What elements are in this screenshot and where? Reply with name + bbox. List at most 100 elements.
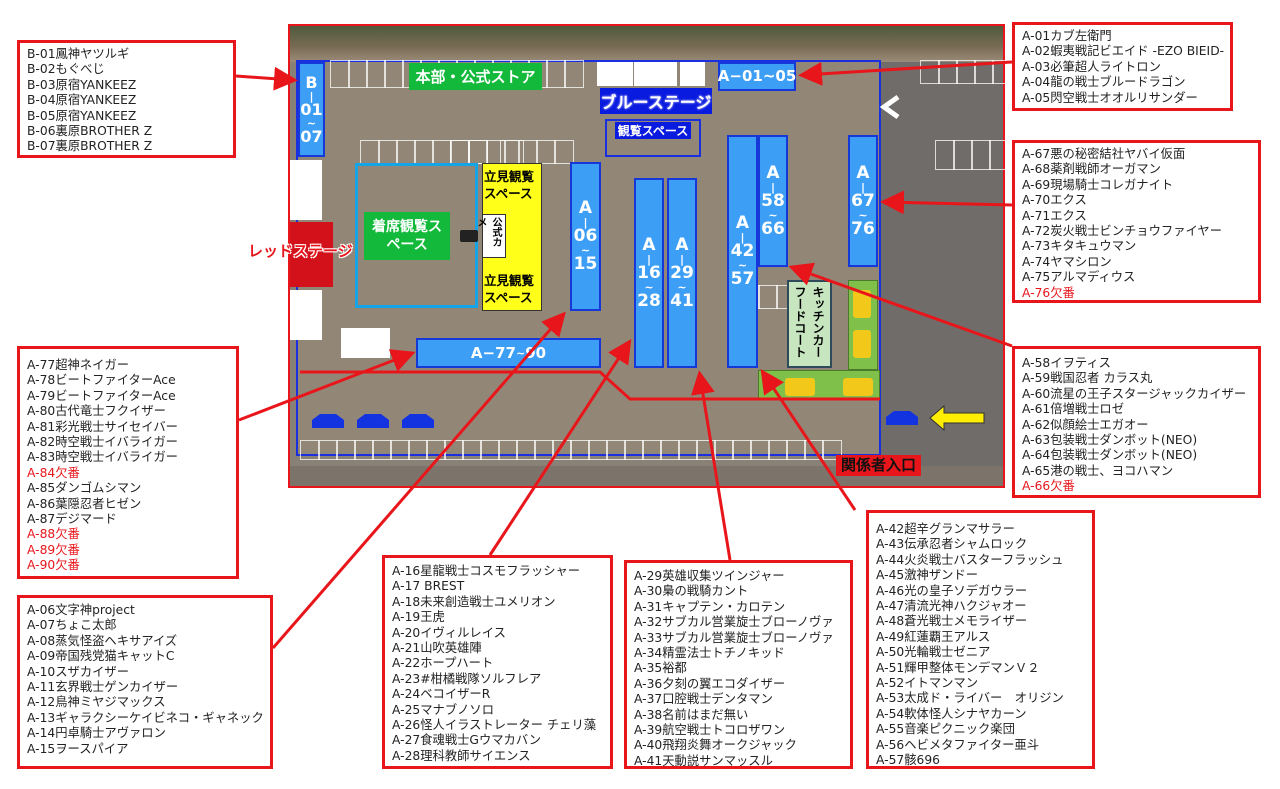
- booth-b01-07[interactable]: B|01~07: [298, 62, 325, 157]
- booth-a67-76[interactable]: A|67~76: [848, 135, 878, 267]
- booth-a42-57[interactable]: A|42~57: [727, 135, 758, 368]
- parking-stall: [534, 440, 554, 460]
- parking-stall: [384, 60, 404, 88]
- booth-label-part: 07: [300, 126, 323, 146]
- parking-stall: [786, 440, 806, 460]
- booth-label-part: 01: [741, 67, 763, 85]
- exhibitor-entry: A-11玄界戦士ゲンカイザー: [27, 680, 179, 695]
- booth-a58-66[interactable]: A|58~66: [758, 135, 788, 267]
- exhibitor-entry: A-36夕刻の翼エコダイザー: [634, 676, 786, 691]
- exhibitor-entry: A-57骸696: [876, 753, 940, 768]
- exhibitor-entry: A-39航空戦士トコロザワン: [634, 723, 786, 738]
- exhibitor-entry: A-01カブ左衛門: [1022, 29, 1112, 43]
- exhibitor-entry: B-07裏原BROTHER Z: [27, 139, 153, 154]
- parking-stall: [318, 440, 338, 460]
- exhibitor-entry: A-82時空戦士イバライガー: [27, 435, 178, 450]
- parking-stall: [606, 440, 626, 460]
- booth-label-part: 90: [525, 343, 547, 362]
- parking-stall: [462, 440, 482, 460]
- exhibitor-entry: A-51輝甲整体モンデマンＶ２: [876, 660, 1040, 675]
- parking-stall: [750, 440, 770, 460]
- parking-stall: [696, 440, 716, 460]
- parking-stall: [396, 140, 416, 164]
- booth-label-part: 29: [670, 262, 694, 283]
- arrow-b01: [235, 66, 298, 91]
- parking-stall: [426, 440, 446, 460]
- booth-label-part: 01: [300, 99, 323, 119]
- exhibitor-entry: A-12鳥神ミヤジマックス: [27, 695, 166, 710]
- food-truck-icon: [853, 330, 871, 358]
- parking-stall: [536, 140, 556, 164]
- exhibitor-entry: A-54軟体怪人シナヤカーン: [876, 706, 1027, 721]
- exhibitor-entry: A-04龍の戦士ブルードラゴン: [1022, 75, 1186, 90]
- booth-label-part: 41: [670, 290, 694, 311]
- food-truck-icon: [853, 290, 871, 318]
- exhibitor-entry: A-72炭火戦士ビンチョウファイヤー: [1022, 224, 1223, 239]
- exhibitor-entry: A-58イヲティス: [1022, 356, 1111, 370]
- exhibitor-entry: A-32サブカル営業旋士ブローノヴァ: [634, 615, 834, 630]
- booth-a29-41[interactable]: A|29~41: [667, 178, 697, 368]
- exhibitor-entry: A-30梟の戦騎カント: [634, 584, 749, 599]
- exhibitor-entry: A-47清流光神ハクジャオー: [876, 599, 1027, 614]
- exhibitor-entry: A-79ビートファイターAce: [27, 388, 176, 403]
- exhibitor-entry: A-55音楽ピクニック楽団: [876, 722, 1015, 737]
- vacant-booth-entry: A-90欠番: [27, 558, 80, 573]
- parking-stall: [935, 140, 955, 170]
- exhibitor-entry: A-74ヤマシロン: [1022, 254, 1112, 269]
- tent-block: [290, 290, 322, 340]
- exhibitor-entry: B-04原宿YANKEEZ: [27, 93, 137, 108]
- parking-stall: [554, 140, 574, 164]
- blue-stage-viewing-area: 観覧スペース: [605, 119, 701, 157]
- exhibitor-entry: A-24ベコイザーR: [392, 687, 491, 702]
- exhibitor-entry: A-20イヴィルレイス: [392, 625, 506, 640]
- exhibitor-entry: A-50光輪戦士ゼニア: [876, 645, 991, 660]
- parking-stall: [588, 440, 608, 460]
- exhibitor-entry: A-80古代竜士フクイザー: [27, 404, 166, 419]
- booth-label-part: 16: [637, 262, 661, 283]
- booth-label-part: 06: [573, 226, 598, 246]
- booth-a16-28[interactable]: A|16~28: [634, 178, 664, 368]
- exhibitor-entry: A-33サブカル営業旋士ブローノヴァ: [634, 630, 834, 645]
- vacant-booth-entry: A-89欠番: [27, 542, 80, 557]
- parking-stall: [336, 440, 356, 460]
- parking-stall: [390, 440, 410, 460]
- tent-block: [634, 62, 677, 86]
- booth-label-part: |: [770, 180, 776, 194]
- booth-label-part: 57: [730, 269, 755, 289]
- exhibitor-entry: A-26怪人イラストレーター チェリ藻: [392, 718, 597, 733]
- booth-label-part: A: [856, 162, 870, 183]
- booth-a77-90[interactable]: A−77~90: [416, 338, 601, 368]
- parking-stall: [938, 60, 958, 84]
- booth-label-part: ~: [306, 116, 317, 130]
- parking-stall: [678, 440, 698, 460]
- exhibitor-entry: A-17 BREST: [392, 579, 465, 594]
- exhibitor-entry: A-38名前はまだ無い: [634, 707, 749, 722]
- exhibitor-entry: A-87デジマード: [27, 512, 117, 527]
- exhibitor-entry: B-02もぐべじ: [27, 62, 105, 77]
- hq-store-label: 本部・公式ストア: [409, 63, 542, 90]
- parking-stall: [518, 140, 538, 164]
- exhibitor-entry: A-28理科教師サイエンス: [392, 748, 531, 763]
- exhibitor-entry: A-19王虎: [392, 610, 445, 625]
- exhibitor-entry: B-06裏原BROTHER Z: [27, 124, 153, 139]
- booth-label-part: |: [740, 231, 745, 244]
- exhibitor-entry: A-42超辛グランマサラー: [876, 522, 1015, 536]
- parking-stall: [804, 440, 824, 460]
- exhibitor-entry: B-05原宿YANKEEZ: [27, 108, 137, 123]
- booth-a01-05[interactable]: A−01~05: [718, 62, 796, 91]
- booth-a06-15[interactable]: A|06~15: [570, 162, 601, 311]
- vacant-booth-entry: A-84欠番: [27, 465, 80, 480]
- exhibitor-entry: A-67悪の秘密結社ヤバイ仮面: [1022, 147, 1186, 161]
- booth-label-part: A−: [717, 67, 742, 85]
- exhibitor-entry: A-27食魂戦士Gウマカバン: [392, 733, 542, 748]
- exhibitor-entry: A-59戦国忍者 カラス丸: [1022, 371, 1153, 386]
- parking-stall: [354, 440, 374, 460]
- exhibitor-entry: A-77超神ネイガー: [27, 358, 130, 372]
- exhibitor-entry: A-23#柑橘戦隊ソルフレア: [392, 671, 542, 686]
- blue-viewing-label: 観覧スペース: [615, 122, 691, 139]
